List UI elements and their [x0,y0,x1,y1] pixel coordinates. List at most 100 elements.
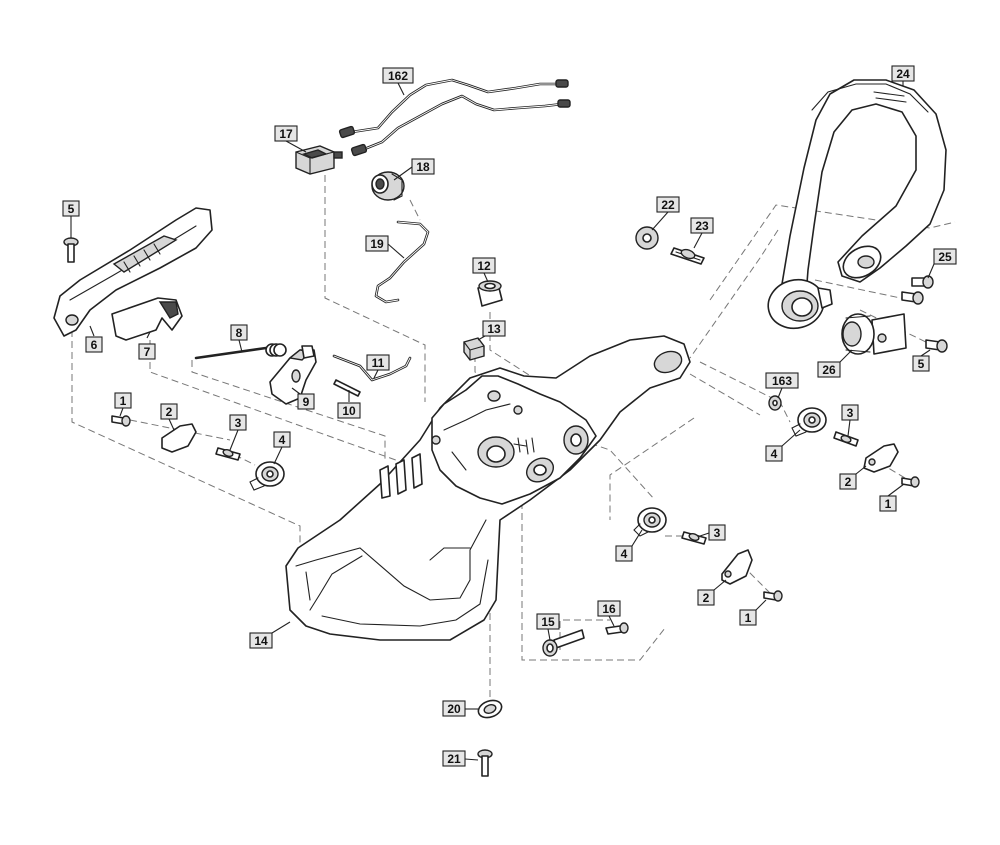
callout-22: 22 [651,196,680,231]
plate-2-right-mid [721,549,753,585]
callout-26: 26 [817,349,853,378]
callout-label: 2 [703,591,710,605]
washer-163 [768,395,782,411]
callout-label: 1 [885,497,892,511]
callout-label: 163 [772,374,792,388]
callout-17: 17 [274,125,307,153]
callout-label: 1 [120,394,127,408]
callout-9: 9 [291,387,315,410]
callout-14: 14 [249,621,291,649]
callout-label: 18 [416,160,430,174]
stud-3-left [215,447,241,461]
switch-17 [295,145,343,175]
screw-5-left [63,237,79,263]
callout-5-right: 5 [912,349,931,372]
spring-4-right-top [791,407,827,437]
wire-harness-162 [338,78,571,157]
plate-2-right-top [863,443,899,473]
callout-label: 5 [918,357,925,371]
callout-label: 7 [144,345,151,359]
callout-label: 20 [447,702,461,716]
callout-label: 25 [938,250,952,264]
callout-label: 3 [714,526,721,540]
callout-13: 13 [477,320,506,341]
callout-5-left: 5 [62,200,80,238]
callout-1-right-mid: 1 [739,599,767,626]
callout-label: 17 [279,127,293,141]
rod-11 [332,354,412,382]
stud-3-right-top [833,431,859,447]
callout-label: 22 [661,198,675,212]
callout-label: 11 [372,356,385,370]
block-13 [463,337,485,361]
screw-1-right-mid [763,590,783,602]
vibration-damper-26 [841,313,907,355]
bushing-12 [477,280,503,307]
handle-housing-14 [285,335,691,641]
spring-8 [194,343,287,360]
screw-5-right [925,339,948,353]
callout-7: 7 [138,331,156,360]
callout-label: 16 [602,602,616,616]
callout-4-right-top: 4 [765,429,801,462]
callout-label: 4 [771,447,778,461]
callout-label: 21 [447,752,461,766]
callout-1-left: 1 [114,392,132,417]
callout-label: 3 [847,406,854,420]
hose-19 [374,220,430,304]
callout-12: 12 [472,257,496,283]
handle-cover-6 [53,207,213,337]
screws-25 [901,275,934,305]
callout-11: 11 [366,354,390,379]
screw-16 [605,622,629,635]
front-handle-24 [767,79,947,330]
callout-label: 9 [303,395,310,409]
callout-label: 1 [745,611,752,625]
callout-162: 162 [382,67,414,96]
callout-label: 2 [166,405,173,419]
spring-4-left [249,461,285,491]
callout-3-left: 3 [229,414,247,451]
pin-10 [333,379,361,397]
callout-2-right-top: 2 [839,465,867,490]
callout-2-left: 2 [160,403,178,431]
callout-label: 162 [388,69,408,83]
callout-4-right-mid: 4 [615,529,643,562]
callout-label: 3 [235,416,242,430]
stud-3-right-mid [681,531,707,545]
throttle-trigger-7 [111,297,183,341]
callout-label: 14 [254,634,268,648]
callout-label: 23 [695,219,709,233]
callout-163: 163 [765,372,799,399]
callout-19: 19 [365,235,405,259]
callout-label: 13 [487,322,501,336]
callout-label: 26 [822,363,836,377]
callout-2-right-mid: 2 [697,579,727,606]
callout-16: 16 [597,600,621,627]
callout-label: 19 [370,237,384,251]
callout-label: 6 [91,338,98,352]
callout-label: 15 [541,615,555,629]
callout-8: 8 [230,324,248,353]
callout-label: 5 [68,202,75,216]
callout-20: 20 [442,700,478,717]
callout-25: 25 [927,248,957,279]
screw-1-right-top [901,476,920,488]
callout-label: 12 [477,259,491,273]
callout-23: 23 [690,217,714,249]
callout-18: 18 [393,158,435,181]
spring-4-right-mid [633,507,667,537]
callout-label: 4 [621,547,628,561]
bolt-21 [477,749,493,777]
plate-2-left [161,423,197,453]
lockout-9 [269,345,317,405]
washer-22 [635,226,659,250]
callout-label: 24 [896,67,910,81]
stud-23 [670,247,705,265]
callout-10: 10 [337,390,361,419]
callout-15: 15 [536,613,560,641]
callout-label: 4 [279,433,286,447]
callout-6: 6 [85,325,103,353]
callout-21: 21 [442,750,479,767]
